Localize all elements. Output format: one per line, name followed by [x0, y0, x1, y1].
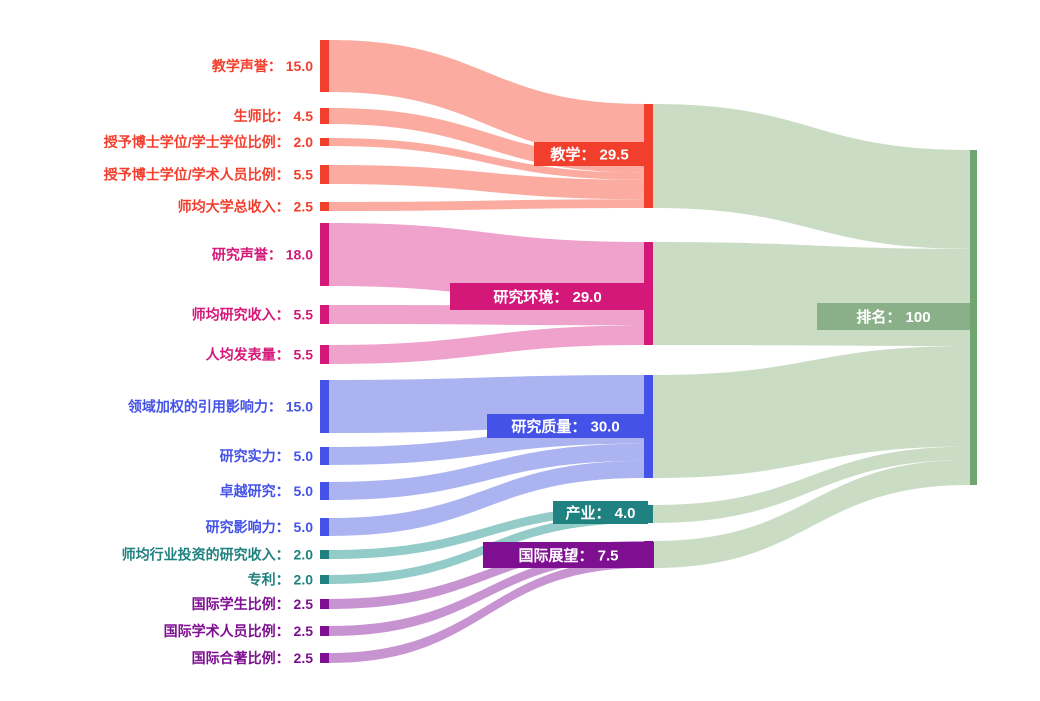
sankey-node-doctorate-staff-ratio[interactable] — [320, 165, 329, 184]
source-label-institutional-income: 师均大学总收入： 2.5 — [178, 199, 314, 215]
sankey-link-institutional-income-to-teaching — [329, 199, 644, 211]
source-label-research-productivity: 人均发表量： 5.5 — [206, 347, 314, 363]
sankey-node-patents[interactable] — [320, 575, 329, 584]
sankey-link-research-environment-to-ranking — [653, 242, 970, 346]
sankey-node-international-cowork[interactable] — [320, 653, 329, 663]
ranking-label-box — [817, 303, 970, 330]
sankey-node-research-environment[interactable] — [644, 242, 653, 345]
sankey-link-research-quality-to-ranking — [653, 345, 970, 478]
sankey-link-international-staff-to-international-outlook — [329, 550, 644, 636]
category-label-box-teaching — [534, 142, 645, 166]
category-label-box-research-environment — [450, 283, 645, 310]
source-label-international-students: 国际学生比例： 2.5 — [192, 596, 314, 612]
source-label-research-reputation: 研究声誉： 18.0 — [212, 247, 313, 263]
category-label-research-quality: 研究质量： 30.0 — [511, 418, 619, 436]
sankey-link-international-students-to-international-outlook — [329, 541, 644, 609]
source-label-citation-impact: 领域加权的引用影响力： 15.0 — [128, 399, 313, 415]
category-label-teaching: 教学： 29.5 — [549, 146, 628, 164]
category-label-international-outlook: 国际展望： 7.5 — [518, 547, 618, 565]
sankey-link-international-cowork-to-international-outlook — [329, 559, 644, 663]
sankey-node-doctorate-bachelor-ratio[interactable] — [320, 138, 329, 146]
sankey-node-research-influence[interactable] — [320, 518, 329, 536]
sankey-node-staff-student-ratio[interactable] — [320, 108, 329, 124]
category-label-box-research-quality — [487, 414, 644, 438]
sankey-node-ranking[interactable] — [970, 150, 977, 485]
sankey-link-industry-to-ranking — [653, 446, 970, 523]
category-label-box-industry — [553, 501, 648, 524]
sankey-node-international-students[interactable] — [320, 599, 329, 609]
sankey-link-research-income-to-research-environment — [329, 305, 644, 326]
sankey-link-research-excellence-to-research-quality — [329, 443, 644, 500]
source-label-research-influence: 研究影响力： 5.0 — [206, 519, 314, 535]
source-label-doctorate-staff-ratio: 授予博士学位/学术人员比例： 5.5 — [104, 167, 313, 183]
source-label-teaching-reputation: 教学声誉： 15.0 — [212, 58, 313, 74]
sankey-link-research-influence-to-research-quality — [329, 460, 644, 536]
category-label-box-international-outlook — [483, 542, 654, 568]
sankey-node-research-strength[interactable] — [320, 447, 329, 465]
category-label-industry: 产业： 4.0 — [565, 504, 635, 522]
sankey-node-teaching-reputation[interactable] — [320, 40, 329, 92]
sankey-node-research-income[interactable] — [320, 305, 329, 324]
sankey-node-research-quality[interactable] — [644, 375, 653, 478]
source-label-research-strength: 研究实力： 5.0 — [220, 448, 314, 464]
category-label-research-environment: 研究环境： 29.0 — [493, 288, 601, 306]
sankey-link-teaching-reputation-to-teaching — [329, 40, 644, 157]
source-label-industry-income: 师均行业投资的研究收入： 2.0 — [122, 547, 314, 563]
sankey-link-doctorate-staff-ratio-to-teaching — [329, 165, 644, 200]
source-label-international-staff: 国际学术人员比例： 2.5 — [164, 623, 314, 639]
source-label-international-cowork: 国际合著比例： 2.5 — [192, 650, 314, 666]
sankey-link-teaching-to-ranking — [653, 104, 970, 249]
sankey-node-research-reputation[interactable] — [320, 223, 329, 286]
source-label-research-excellence: 卓越研究： 5.0 — [220, 483, 314, 499]
sankey-node-institutional-income[interactable] — [320, 202, 329, 211]
sankey-node-industry[interactable] — [644, 505, 653, 523]
sankey-node-industry-income[interactable] — [320, 550, 329, 559]
sankey-node-citation-impact[interactable] — [320, 380, 329, 433]
source-label-patents: 专利： 2.0 — [248, 572, 314, 588]
sankey-node-research-productivity[interactable] — [320, 345, 329, 364]
source-label-research-income: 师均研究收入： 5.5 — [192, 307, 314, 323]
sankey-link-doctorate-bachelor-ratio-to-teaching — [329, 138, 644, 180]
source-label-doctorate-bachelor-ratio: 授予博士学位/学士学位比例： 2.0 — [104, 134, 313, 150]
sankey-link-research-productivity-to-research-environment — [329, 325, 644, 364]
sankey-link-international-outlook-to-ranking — [653, 459, 970, 568]
source-label-staff-student-ratio: 生师比： 4.5 — [234, 108, 314, 124]
ranking-label: 排名： 100 — [856, 308, 930, 326]
sankey-node-research-excellence[interactable] — [320, 482, 329, 500]
sankey-node-teaching[interactable] — [644, 104, 653, 208]
sankey-node-international-staff[interactable] — [320, 626, 329, 636]
